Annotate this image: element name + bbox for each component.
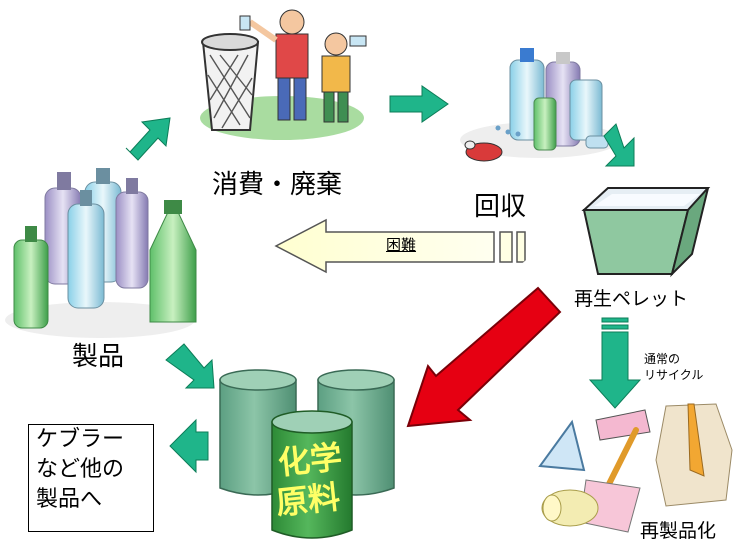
pellet-label: 再生ペレット	[574, 288, 689, 310]
pellet-box-illustration	[581, 187, 711, 278]
consumption-illustration	[200, 9, 367, 140]
difficult-arrow	[274, 218, 526, 274]
collected-bottles-illustration	[460, 48, 620, 162]
chemical-drums-illustration	[219, 369, 395, 539]
reproduct-items-illustration	[538, 403, 733, 533]
recycle-note-line2: リサイクル	[644, 368, 704, 382]
chemical-label-line2: 原料	[274, 477, 342, 523]
collection-label: 回収	[474, 192, 527, 222]
product-label: 製品	[72, 342, 125, 372]
consumption-label: 消費・廃棄	[212, 170, 343, 200]
other-products-box: ケブラー など他の 製品へ	[28, 424, 154, 532]
product-bottles-illustration	[5, 168, 197, 338]
other-products-line3: 製品へ	[36, 487, 103, 512]
microwave-arrow	[406, 286, 562, 428]
cycle-arrows	[125, 85, 642, 474]
other-products-line2: など他の	[36, 457, 125, 482]
other-products-line1: ケブラー	[36, 427, 125, 452]
chemical-label-line1: 化学	[276, 437, 344, 483]
recycle-note-line1: 通常の	[644, 352, 681, 366]
reproduct-label: 再製品化	[640, 520, 717, 542]
difficult-label: 困難	[386, 236, 417, 254]
